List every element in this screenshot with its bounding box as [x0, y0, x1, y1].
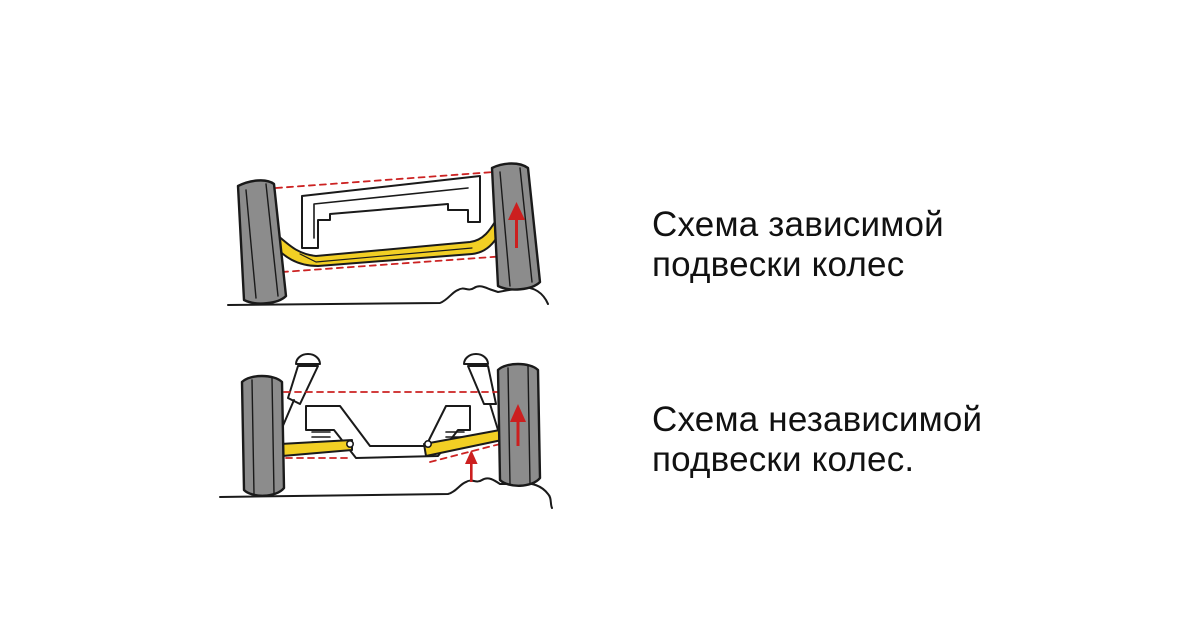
guide-line-top: [275, 171, 495, 189]
left-wheel-icon: [236, 179, 288, 305]
pivot-right: [423, 439, 432, 448]
caption-independent-suspension: Схема независимой подвески колес.: [652, 400, 982, 480]
caption-line: подвески колес.: [652, 440, 915, 479]
caption-dependent-suspension: Схема зависимой подвески колес: [652, 205, 944, 285]
ground-line: [219, 477, 553, 509]
guide-line-bottom-right: [429, 443, 501, 463]
independent-suspension-diagram: [219, 353, 553, 509]
arrow-up-icon: [508, 202, 525, 248]
arrow-up-icon-small: [465, 450, 478, 482]
left-control-arm: [279, 439, 353, 457]
caption-line: Схема зависимой: [652, 205, 944, 244]
axle-beam-line: [299, 247, 473, 263]
dependent-suspension-diagram: [227, 162, 549, 306]
left-shock-absorber-icon: [281, 353, 321, 429]
pivot-left: [345, 439, 354, 448]
caption-line: Схема независимой: [652, 400, 983, 439]
arrow-up-icon: [510, 404, 526, 446]
vehicle-body: [301, 175, 481, 249]
left-wheel-icon: [240, 374, 286, 497]
vehicle-body-inner: [313, 187, 469, 239]
right-shock-absorber-icon: [463, 353, 499, 431]
guide-line-bottom: [281, 255, 507, 273]
caption-line: подвески колес: [652, 245, 905, 284]
